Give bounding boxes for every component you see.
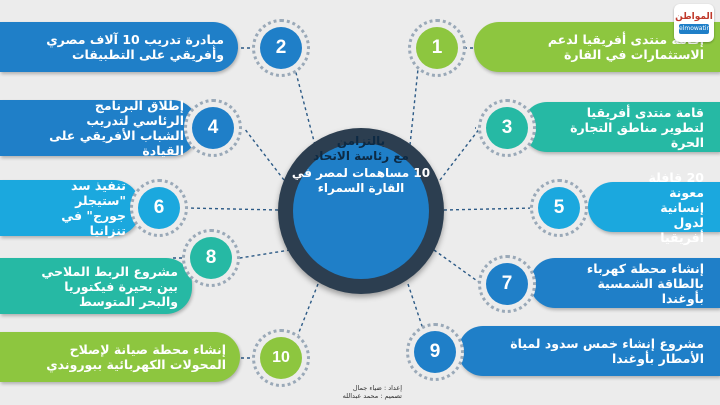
item-2-number-circle: 2 bbox=[252, 19, 310, 77]
hub-line-1: بالتزامن bbox=[336, 134, 386, 148]
item-10-text: إنشاء محطة صيانة لإصلاح المحولات الكهربا… bbox=[46, 342, 226, 372]
item-9-banner: مشروع إنشاء خمس سدود لمياة الأمطار بأوغن… bbox=[458, 326, 720, 376]
item-2-text: مبادرة تدريب 10 آلاف مصري وأفريقي على ال… bbox=[46, 32, 224, 62]
item-9-text: مشروع إنشاء خمس سدود لمياة الأمطار بأوغن… bbox=[510, 336, 704, 366]
hub-line-2: مع رئاسة الاتحاد bbox=[313, 148, 409, 163]
credit-prep: إعداد : ضياء جمال bbox=[352, 384, 402, 392]
item-7-banner: إنشاء محطة كهرباء بالطاقة الشمسية بأوغند… bbox=[530, 258, 720, 308]
item-3-text: قامة منتدى أفريقيا لتطوير مناطق التجارة … bbox=[570, 104, 704, 150]
item-2-number: 2 bbox=[260, 27, 302, 69]
item-8-text: مشروع الربط الملاحي بين بحيرة فيكتوريا و… bbox=[41, 263, 178, 309]
logo: المواطن elmowatin bbox=[674, 4, 714, 42]
item-4-text: إطلاق البرنامج الرئاسي لتدريب الشباب الأ… bbox=[49, 98, 184, 158]
item-6-text: تنفيذ سد "ستيجلر جورج" في تنزانيا bbox=[61, 178, 126, 238]
connector-2 bbox=[289, 49, 316, 146]
connector-5 bbox=[443, 207, 536, 211]
item-5-text: 20 قافلة معونة إنسانية لدول أفريقيا bbox=[648, 169, 704, 245]
credits: إعداد : ضياء جمال تصميم : محمد عبدالله bbox=[322, 384, 402, 400]
item-5-number: 5 bbox=[538, 187, 580, 229]
credit-design: تصميم : محمد عبدالله bbox=[342, 392, 402, 400]
connector-7 bbox=[433, 249, 481, 284]
item-9-number-circle: 9 bbox=[406, 323, 464, 381]
hub-title: بالتزامن مع رئاسة الاتحاد 10 مساهمات لمص… bbox=[281, 134, 441, 195]
item-6-number-circle: 6 bbox=[130, 179, 188, 237]
hub-line-3: 10 مساهمات لمصر في القارة السمراء bbox=[291, 166, 431, 195]
connector-6 bbox=[186, 207, 279, 211]
item-4-number: 4 bbox=[192, 107, 234, 149]
item-7-text: إنشاء محطة كهرباء بالطاقة الشمسية بأوغند… bbox=[586, 260, 704, 306]
connector-10 bbox=[289, 283, 319, 356]
logo-sub: elmowatin bbox=[679, 24, 711, 34]
item-1-number: 1 bbox=[416, 27, 458, 69]
item-6-banner: تنفيذ سد "ستيجلر جورج" في تنزانيا bbox=[0, 178, 140, 238]
item-10-banner: إنشاء محطة صيانة لإصلاح المحولات الكهربا… bbox=[0, 332, 240, 382]
item-10-number: 10 bbox=[260, 337, 302, 379]
logo-name: المواطن bbox=[675, 12, 713, 22]
connector-8 bbox=[239, 249, 291, 259]
connector-3 bbox=[439, 127, 481, 181]
item-3-number: 3 bbox=[486, 107, 528, 149]
item-7-number: 7 bbox=[486, 263, 528, 305]
item-5-banner: 20 قافلة معونة إنسانية لدول أفريقيا bbox=[588, 170, 720, 245]
item-1-text: إقامة منتدى أفريقيا لدعم الاستثمارات في … bbox=[547, 32, 704, 62]
hub-inner-circle bbox=[293, 143, 429, 279]
item-8-number: 8 bbox=[190, 237, 232, 279]
item-6-number: 6 bbox=[138, 187, 180, 229]
item-9-number: 9 bbox=[414, 331, 456, 373]
item-5-number-circle: 5 bbox=[530, 179, 588, 237]
item-8-number-circle: 8 bbox=[182, 229, 240, 287]
item-2-banner: مبادرة تدريب 10 آلاف مصري وأفريقي على ال… bbox=[0, 22, 238, 72]
item-8-banner: مشروع الربط الملاحي بين بحيرة فيكتوريا و… bbox=[0, 258, 192, 314]
connector-4 bbox=[243, 127, 285, 181]
item-3-banner: قامة منتدى أفريقيا لتطوير مناطق التجارة … bbox=[522, 102, 720, 152]
item-7-number-circle: 7 bbox=[478, 255, 536, 313]
item-1-number-circle: 1 bbox=[408, 19, 466, 77]
item-3-number-circle: 3 bbox=[478, 99, 536, 157]
item-4-number-circle: 4 bbox=[184, 99, 242, 157]
item-4-banner: إطلاق البرنامج الرئاسي لتدريب الشباب الأ… bbox=[0, 98, 198, 158]
item-10-number-circle: 10 bbox=[252, 329, 310, 387]
